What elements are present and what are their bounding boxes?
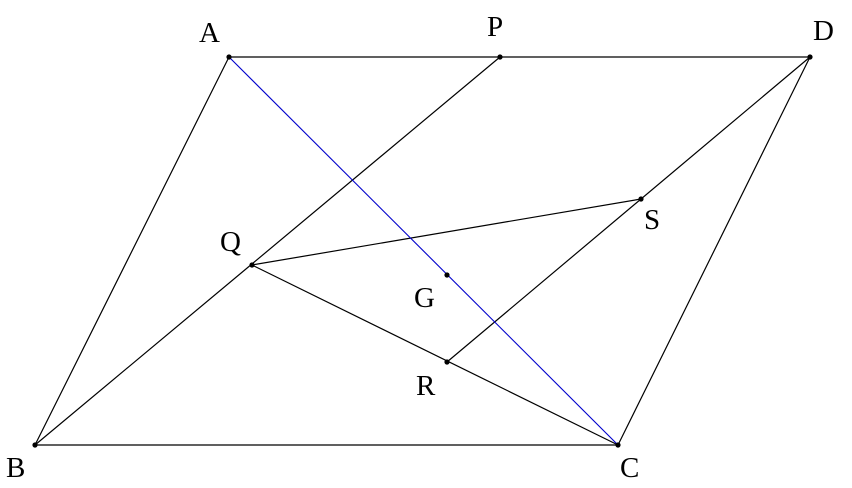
segment-ab bbox=[34, 56, 230, 446]
label-g: G bbox=[414, 282, 435, 314]
segment-ds-extended bbox=[446, 56, 811, 363]
label-c: C bbox=[620, 452, 639, 484]
point-c bbox=[615, 442, 621, 448]
label-b: B bbox=[6, 452, 25, 484]
diagonal-ac bbox=[228, 56, 619, 446]
point-d bbox=[807, 54, 813, 60]
point-q bbox=[249, 262, 255, 268]
label-s: S bbox=[644, 204, 660, 236]
label-q: Q bbox=[220, 226, 241, 258]
point-r bbox=[444, 359, 450, 365]
label-d: D bbox=[813, 15, 834, 47]
label-p: P bbox=[487, 11, 503, 43]
segment-qs bbox=[251, 198, 642, 266]
point-b bbox=[32, 442, 38, 448]
label-a: A bbox=[199, 17, 220, 49]
point-a bbox=[226, 54, 232, 60]
segment-dc bbox=[617, 56, 811, 446]
label-r: R bbox=[416, 370, 436, 402]
segment-qc bbox=[251, 264, 619, 446]
segment-bp bbox=[34, 56, 501, 446]
point-g bbox=[444, 272, 450, 278]
point-s bbox=[638, 196, 644, 202]
point-p bbox=[497, 54, 503, 60]
